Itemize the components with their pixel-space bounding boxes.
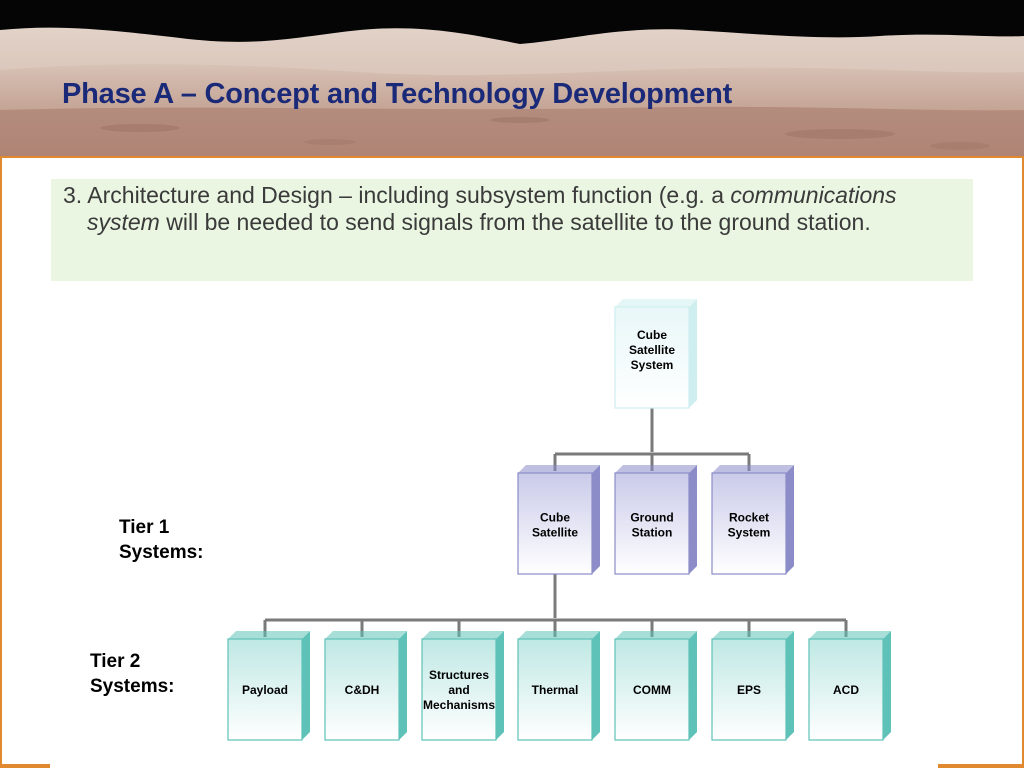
tier2-box-thermal-top-face [518, 631, 600, 639]
frame-bottom-left-accent [0, 764, 50, 768]
tier2-box-comm-side-face [689, 631, 697, 740]
frame-bottom-right-accent [938, 764, 1024, 768]
tier2-box-structures-and-mechanisms-side-face [496, 631, 504, 740]
root-box-cube-satellite-system-label-line-3: System [631, 358, 674, 372]
tier1-box-rocket-system-label-line-2: System [728, 526, 771, 540]
root-box-cube-satellite-system-front-face [614, 306, 690, 409]
tier2-box-eps-top-face [712, 631, 794, 639]
tier1-box-ground-station-label-line-2: Station [632, 526, 673, 540]
tier2-box-c-dh-top-face [325, 631, 407, 639]
tier2-box-comm-front-face [614, 638, 690, 741]
tier2-box-c-dh-side-face [399, 631, 407, 740]
tier2-label-line1: Tier 2 [90, 651, 141, 672]
tier2-box-thermal-label-line-1: Thermal [532, 683, 579, 697]
tier2-box-acd: ACD [808, 631, 891, 741]
tier1-box-ground-station-top-face [615, 465, 697, 473]
tier2-box-payload-top-face [228, 631, 310, 639]
tier2-box-eps-front-face [711, 638, 787, 741]
tier2-box-acd-side-face [883, 631, 891, 740]
tier2-box-structures-and-mechanisms-front-face [421, 638, 497, 741]
tier2-box-payload-front-face [227, 638, 303, 741]
tier2-box-structures-and-mechanisms-label-line-1: Structures [429, 668, 489, 682]
tier2-box-comm-top-face [615, 631, 697, 639]
tier2-box-structures-and-mechanisms-label-line-2: and [448, 683, 469, 697]
tier2-box-c-dh: C&DH [324, 631, 407, 741]
tier2-box-acd-front-face [808, 638, 884, 741]
tier1-box-rocket-system-label-line-1: Rocket [729, 511, 769, 525]
tier2-label-line2: Systems: [90, 676, 175, 697]
tier2-label: Tier 2 Systems: [90, 649, 175, 699]
frame-right-border [1022, 158, 1024, 768]
tier2-box-payload-label-line-1: Payload [242, 683, 288, 697]
bullet-suffix: will be needed to send signals from the … [159, 209, 871, 235]
tier1-box-cube-satellite-label-line-1: Cube [540, 511, 570, 525]
moon-landscape-banner [0, 0, 1024, 158]
tier1-box-cube-satellite-label-line-2: Satellite [532, 526, 578, 540]
slide-title: Phase A – Concept and Technology Develop… [62, 78, 733, 110]
root-box-cube-satellite-system-label-line-1: Cube [637, 328, 667, 342]
tier2-box-acd-label-line-1: ACD [833, 683, 859, 697]
tier2-box-comm-label-line-1: COMM [633, 683, 671, 697]
root-box-cube-satellite-system-label-line-2: Satellite [629, 343, 675, 357]
bullet-text-box: 3. Architecture and Design – including s… [51, 179, 973, 281]
tier2-box-thermal-front-face [517, 638, 593, 741]
tier1-label-line2: Systems: [119, 542, 204, 563]
tier1-box-ground-station-front-face [614, 472, 690, 575]
tier2-box-eps: EPS [711, 631, 794, 741]
bullet-prefix: 3. Architecture and Design – including s… [63, 182, 731, 208]
tier1-box-rocket-system-top-face [712, 465, 794, 473]
tier2-box-c-dh-front-face [324, 638, 400, 741]
tier1-box-ground-station-label-line-1: Ground [630, 511, 673, 525]
frame-left-border [0, 158, 2, 768]
tier2-box-structures-and-mechanisms-label-line-3: Mechanisms [423, 698, 495, 712]
tier1-box-cube-satellite-top-face [518, 465, 600, 473]
root-box-cube-satellite-system-top-face [615, 299, 697, 307]
bullet-emphasis: communications system [87, 182, 897, 235]
tier2-box-thermal: Thermal [517, 631, 600, 741]
tier2-box-acd-top-face [809, 631, 891, 639]
bullet-point: 3. Architecture and Design – including s… [63, 182, 961, 236]
tier2-box-structures-and-mechanisms-top-face [422, 631, 504, 639]
tier2-box-eps-label-line-1: EPS [737, 683, 761, 697]
tier1-box-cube-satellite-side-face [592, 465, 600, 574]
tier2-box-comm: COMM [614, 631, 697, 741]
diagram-boxes: CubeSatelliteSystemCubeSatelliteGroundSt… [227, 299, 891, 741]
tier1-box-cube-satellite-front-face [517, 472, 593, 575]
tier2-box-payload-side-face [302, 631, 310, 740]
root-box-cube-satellite-system-side-face [689, 299, 697, 408]
tier1-label-line1: Tier 1 [119, 517, 170, 538]
tier1-box-ground-station-side-face [689, 465, 697, 574]
tier2-box-thermal-side-face [592, 631, 600, 740]
tier2-box-c-dh-label-line-1: C&DH [345, 683, 380, 697]
tier1-box-rocket-system-front-face [711, 472, 787, 575]
tier2-box-payload: Payload [227, 631, 310, 741]
tier1-box-rocket-system-side-face [786, 465, 794, 574]
moon-landscape-image [0, 0, 1024, 156]
tier2-box-eps-side-face [786, 631, 794, 740]
tier1-label: Tier 1 Systems: [119, 515, 204, 565]
